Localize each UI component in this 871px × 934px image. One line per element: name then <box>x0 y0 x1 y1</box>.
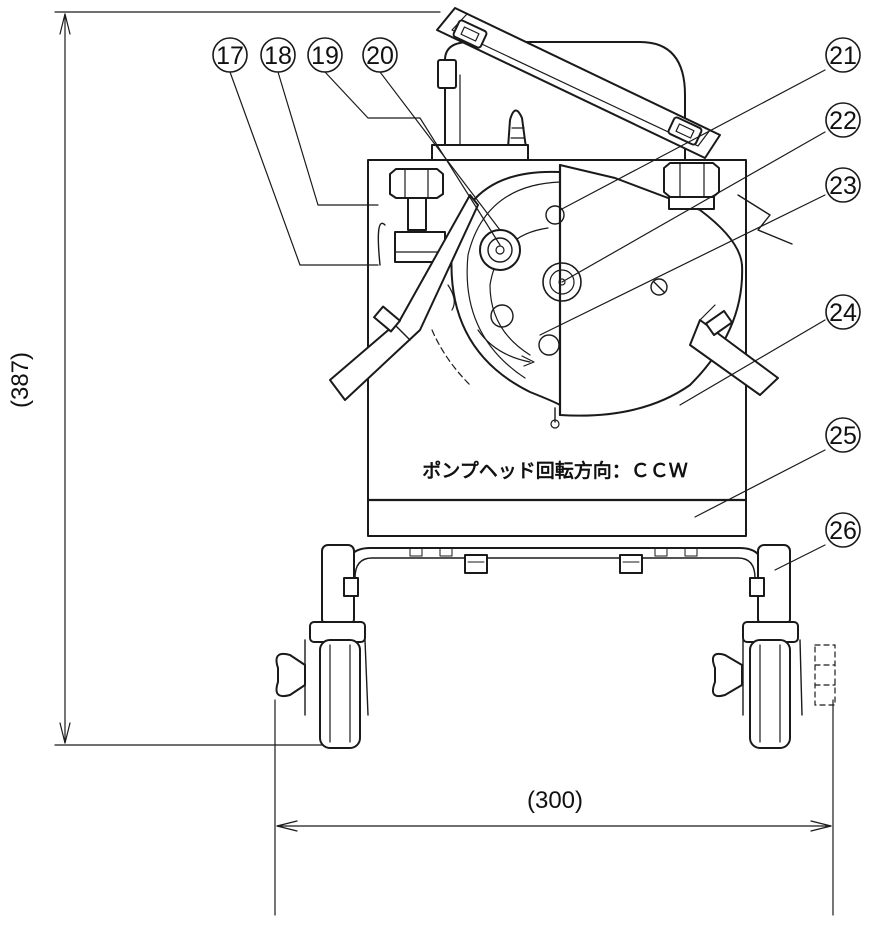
callout-23-circle <box>825 167 861 203</box>
pump-cover <box>542 163 744 429</box>
hex-bolt-right <box>663 162 720 210</box>
leader-21 <box>559 69 826 211</box>
callout-22: 22 <box>829 107 857 135</box>
callout-22-circle <box>825 102 861 138</box>
callout-20-circle <box>362 37 398 73</box>
callout-24: 24 <box>829 299 857 327</box>
callout-18: 18 <box>264 42 292 70</box>
carry-handle <box>436 7 721 159</box>
height-arrow-bottom <box>59 722 71 744</box>
callout-19-circle <box>307 37 343 73</box>
callout-26-circle <box>825 512 861 548</box>
leader-24 <box>679 319 826 406</box>
leader-17 <box>229 71 379 266</box>
callout-23: 23 <box>829 172 857 200</box>
leader-25 <box>694 449 826 518</box>
height-dimension-label: (387) <box>7 352 34 408</box>
hex-bolt-left <box>389 168 444 231</box>
leader-19 <box>324 71 501 246</box>
leader-20 <box>379 71 501 231</box>
callout-26: 26 <box>829 517 857 545</box>
vent-knob <box>507 109 527 149</box>
callout-21: 21 <box>829 42 857 70</box>
width-arrow-right <box>810 820 832 832</box>
main-body-base <box>367 499 747 537</box>
callout-17: 17 <box>216 42 244 70</box>
chassis-frame <box>344 547 766 596</box>
width-dimension-label: (300) <box>527 787 583 814</box>
height-dimension: (387) <box>7 11 441 746</box>
callout-25-circle <box>825 417 861 453</box>
leader-26 <box>774 544 826 571</box>
callout-18-circle <box>260 37 296 73</box>
callout-17-circle <box>212 37 248 73</box>
width-arrow-left <box>276 820 298 832</box>
leader-23 <box>539 194 826 336</box>
callout-19: 19 <box>311 42 339 70</box>
callout-24-circle <box>825 294 861 330</box>
height-arrow-top <box>59 13 71 35</box>
leader-22 <box>561 131 826 283</box>
motor-housing <box>444 41 686 161</box>
callout-20: 20 <box>366 42 394 70</box>
callout-21-circle <box>825 37 861 73</box>
break-line <box>737 194 793 245</box>
pump-head <box>450 170 561 406</box>
callout-25: 25 <box>829 422 857 450</box>
top-collar <box>431 144 529 161</box>
tube-right <box>689 304 779 396</box>
rotation-direction-label: ポンプヘッド回転方向：ＣＣＷ <box>422 459 687 482</box>
tube-left <box>329 194 479 401</box>
callout-leaders <box>229 69 826 571</box>
width-dimension: (300) <box>274 699 834 916</box>
callout-circles <box>212 37 861 548</box>
caster-right <box>712 544 836 749</box>
leader-18 <box>277 71 379 206</box>
caster-left <box>275 544 369 749</box>
